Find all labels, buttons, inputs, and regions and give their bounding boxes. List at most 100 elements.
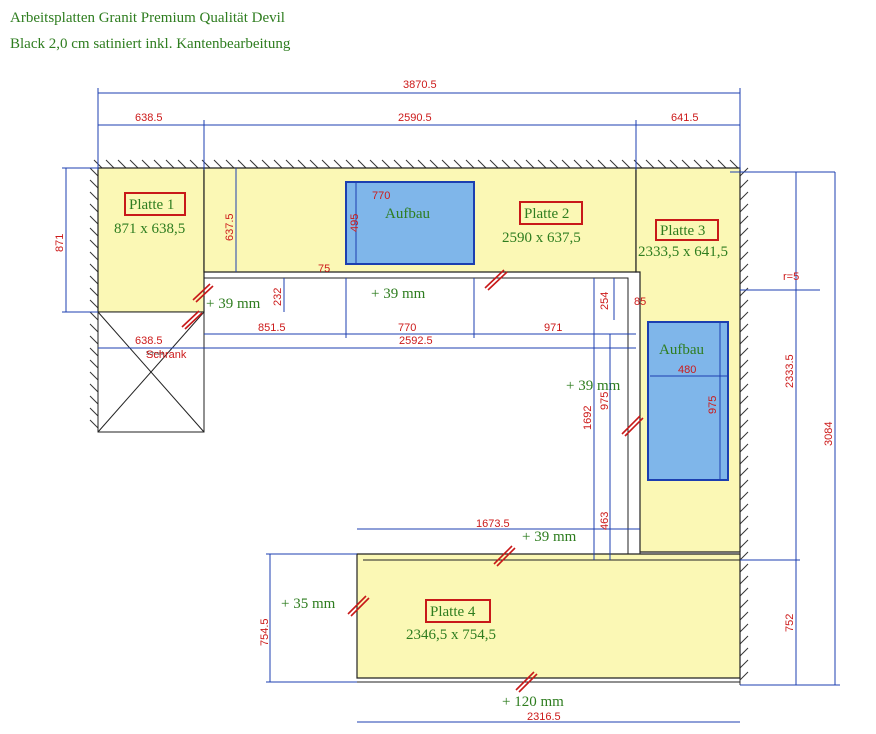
plate-3-name: Platte 3 xyxy=(660,223,705,239)
hatch-mark xyxy=(213,159,223,169)
dim-sink2-width: 480 xyxy=(678,364,696,376)
plate-2-label-box xyxy=(519,201,583,225)
hatch-mark xyxy=(429,159,439,169)
plate-4-name: Platte 4 xyxy=(430,604,476,620)
wall-hatching-top xyxy=(93,159,740,169)
hatch-mark xyxy=(249,159,259,169)
edge-note-p4-bottom: + 120 mm xyxy=(502,694,564,710)
hatch-mark xyxy=(285,159,295,169)
aufbau-sink-2 xyxy=(647,321,729,481)
plate-3-label-box xyxy=(655,219,719,241)
hatch-mark xyxy=(739,611,749,621)
dim-sink2-height: 975 xyxy=(707,396,719,414)
hatch-mark xyxy=(681,159,691,169)
hatch-mark xyxy=(89,359,99,369)
edge-note-p4-top: + 39 mm xyxy=(522,529,577,545)
dim-total-width: 3870.5 xyxy=(403,79,437,91)
hatch-mark xyxy=(89,227,99,237)
hatch-mark xyxy=(89,215,99,225)
plate-1-label-box xyxy=(124,192,186,216)
hatch-mark xyxy=(89,179,99,189)
hatch-mark xyxy=(645,159,655,169)
hatch-mark xyxy=(739,503,749,513)
hatch-mark xyxy=(393,159,403,169)
hatch-mark xyxy=(739,431,749,441)
hatch-mark xyxy=(739,443,749,453)
hatch-mark xyxy=(739,191,749,201)
dim-1673: 1673.5 xyxy=(476,518,510,530)
hatch-mark xyxy=(739,275,749,285)
dim-bottom-2316: 2316.5 xyxy=(527,711,561,723)
hatch-mark xyxy=(609,159,619,169)
hatch-mark xyxy=(739,359,749,369)
hatch-mark xyxy=(321,159,331,169)
plate-2-size: 2590 x 637,5 xyxy=(502,230,581,246)
hatch-mark xyxy=(105,159,115,169)
dim-right-3084: 3084 xyxy=(823,422,835,446)
dim-right-752: 752 xyxy=(784,614,796,632)
hatch-mark xyxy=(225,159,235,169)
edge-note-p4-left: + 35 mm xyxy=(281,596,336,612)
hatch-mark xyxy=(89,419,99,429)
dim-232: 232 xyxy=(272,288,284,306)
hatch-mark xyxy=(621,159,631,169)
dim-2592: 2592.5 xyxy=(399,335,433,347)
hatch-mark xyxy=(739,647,749,657)
dim-top-right: 641.5 xyxy=(671,112,699,124)
hatch-mark xyxy=(739,599,749,609)
plate-2-name: Platte 2 xyxy=(524,206,569,222)
hatch-mark xyxy=(345,159,355,169)
hatch-mark xyxy=(333,159,343,169)
cabinet-small-text: Schrank xyxy=(146,349,187,361)
hatch-mark xyxy=(477,159,487,169)
edge-note-p2: + 39 mm xyxy=(371,286,426,302)
plate-4-label-box xyxy=(425,599,491,623)
hatch-mark xyxy=(165,159,175,169)
hatch-mark xyxy=(153,159,163,169)
hatch-mark xyxy=(739,491,749,501)
dim-254: 254 xyxy=(599,292,611,310)
hatch-mark xyxy=(549,159,559,169)
hatch-mark xyxy=(89,347,99,357)
wall-hatching-left xyxy=(89,167,99,432)
hatch-mark xyxy=(739,479,749,489)
hatch-mark xyxy=(739,215,749,225)
hatch-mark xyxy=(357,159,367,169)
hatch-mark xyxy=(739,263,749,273)
dim-463: 463 xyxy=(599,512,611,530)
plate-1-size: 871 x 638,5 xyxy=(114,221,185,237)
hatch-mark xyxy=(739,623,749,633)
hatch-mark xyxy=(739,635,749,645)
cut-marks xyxy=(181,269,644,693)
hatch-mark xyxy=(739,539,749,549)
hatch-mark xyxy=(739,587,749,597)
hatch-mark xyxy=(89,371,99,381)
dim-851: 851.5 xyxy=(258,322,286,334)
hatch-mark xyxy=(117,159,127,169)
hatch-mark xyxy=(369,159,379,169)
aufbau-sink-2-label: Aufbau xyxy=(659,342,704,358)
plate-2-edge xyxy=(203,272,641,563)
title-line-2: Black 2,0 cm satiniert inkl. Kantenbearb… xyxy=(10,36,291,52)
hatch-mark xyxy=(739,515,749,525)
hatch-mark xyxy=(585,159,595,169)
hatch-mark xyxy=(597,159,607,169)
dim-left-height: 871 xyxy=(54,234,66,252)
hatch-mark xyxy=(739,563,749,573)
hatch-mark xyxy=(739,287,749,297)
hatch-mark xyxy=(739,467,749,477)
edge-note-p3: + 39 mm xyxy=(566,378,621,394)
hatch-mark xyxy=(297,159,307,169)
plate-4 xyxy=(356,553,741,679)
hatch-mark xyxy=(89,167,99,177)
dim-1692: 1692 xyxy=(582,406,594,430)
hatch-mark xyxy=(89,239,99,249)
dim-top-left: 638.5 xyxy=(135,112,163,124)
hatch-mark xyxy=(501,159,511,169)
hatch-mark xyxy=(739,311,749,321)
edge-note-p1: + 39 mm xyxy=(206,296,261,312)
hatch-mark xyxy=(669,159,679,169)
hatch-mark xyxy=(441,159,451,169)
hatch-mark xyxy=(657,159,667,169)
